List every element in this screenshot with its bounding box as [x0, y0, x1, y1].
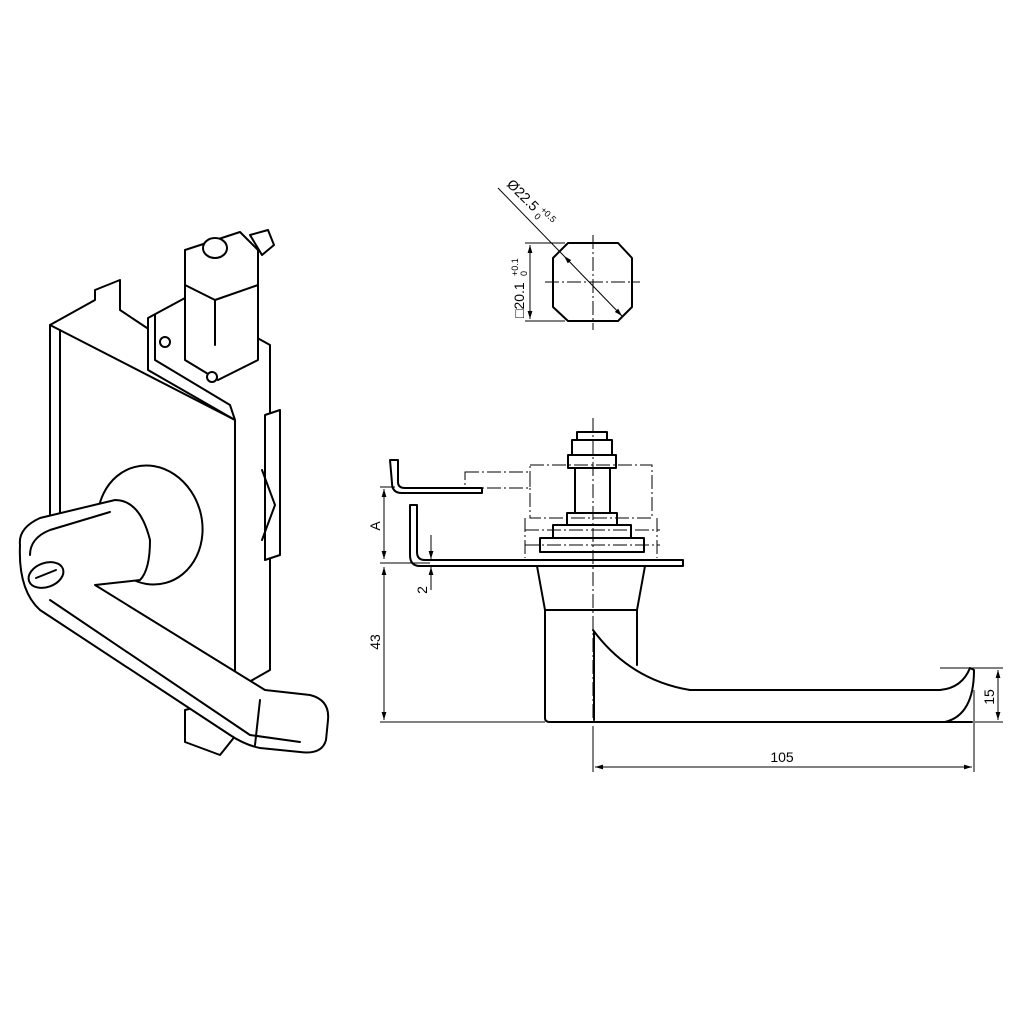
- diameter-tol-lower: 0: [532, 211, 543, 222]
- dim-height-label: 43: [367, 634, 383, 650]
- square-label: □20.1: [511, 282, 527, 318]
- diameter-label: Ø22.5: [504, 176, 542, 214]
- dim-lever-height-label: 15: [981, 689, 997, 705]
- side-view: A 2 43 15 105: [367, 418, 1003, 772]
- dim-a-label: A: [367, 521, 383, 531]
- dim-thickness-label: 2: [414, 586, 430, 594]
- shaft-section-view: Ø22.5 +0.5 0 □20.1 +0.1 0: [497, 176, 640, 330]
- svg-text:Ø22.5: Ø22.5: [504, 176, 542, 214]
- square-tol-lower: 0: [519, 271, 529, 276]
- dim-lever-length-label: 105: [770, 749, 794, 765]
- isometric-view: [18, 229, 330, 756]
- square-tol-upper: +0.1: [510, 258, 520, 276]
